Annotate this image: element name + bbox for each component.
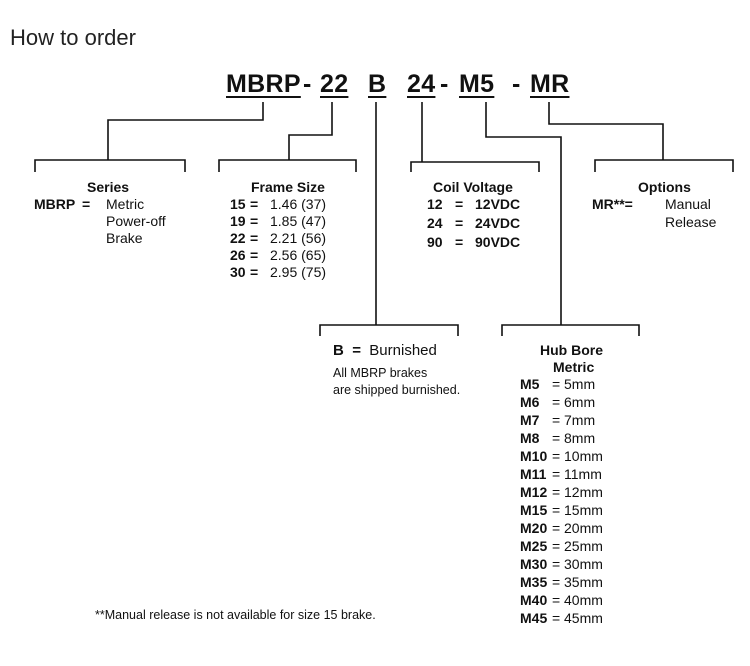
voltage-bracket [410, 161, 540, 172]
series-connector [107, 102, 264, 160]
burnished-value: Burnished [369, 342, 437, 359]
coil-voltage-row: 24=24VDC [427, 215, 521, 231]
burnished-definition: B = Burnished [333, 342, 437, 359]
code-sep-1: - [303, 70, 312, 98]
hub-bore-row: M5=5mm [520, 376, 596, 392]
frame-size-title: Frame Size [251, 179, 325, 195]
hub-bore-row: M30=30mm [520, 556, 603, 572]
series-bracket [34, 159, 186, 172]
burnish-bracket [319, 324, 459, 336]
hub-bore-row: M8=8mm [520, 430, 596, 446]
frame-connector [288, 102, 333, 160]
hub-bore-row: M10=10mm [520, 448, 603, 464]
page-title: How to order [10, 25, 136, 50]
hub-bore-row: M35=35mm [520, 574, 603, 590]
hub-bore-title: Hub Bore [540, 342, 603, 358]
options-title: Options [638, 179, 691, 195]
burnished-note-line-1: All MBRP brakes [333, 366, 428, 380]
code-option: MR [530, 70, 570, 98]
burnished-eq: = [352, 342, 361, 359]
options-connector [548, 102, 664, 160]
code-voltage: 24 [407, 70, 436, 98]
options-code: MR**= [592, 196, 633, 212]
hub-bore-row: M15=15mm [520, 502, 603, 518]
coil-voltage-list: 12=12VDC 24=24VDC 90=90VDC [427, 196, 520, 253]
hub-bore-list: M5=5mm M6=6mm M7=7mm M8=8mm M10=10mm M11… [520, 376, 603, 628]
series-line-3: Brake [106, 230, 143, 246]
series-code: MBRP [34, 196, 76, 212]
frame-size-row: 15=1.46 (37) [230, 196, 327, 212]
hub-bore-row: M11=11mm [520, 466, 602, 482]
frame-size-row: 22=2.21 (56) [230, 230, 327, 246]
frame-size-list: 15=1.46 (37) 19=1.85 (47) 22=2.21 (56) 2… [230, 196, 326, 281]
code-series: MBRP [226, 70, 301, 98]
coil-voltage-row: 90=90VDC [427, 234, 521, 250]
bore-connector [485, 102, 562, 325]
options-bracket [594, 159, 734, 172]
code-bore: M5 [459, 70, 495, 98]
code-sep-2: - [440, 70, 449, 98]
burnished-code: B [333, 342, 344, 359]
coil-voltage-row: 12=12VDC [427, 196, 521, 212]
bore-bracket [501, 324, 640, 336]
code-frame: 22 [320, 70, 349, 98]
hub-bore-row: M40=40mm [520, 592, 603, 608]
burnished-note-line-2: are shipped burnished. [333, 383, 461, 397]
hub-bore-row: M45=45mm [520, 610, 603, 626]
hub-bore-row: M7=7mm [520, 412, 596, 428]
frame-size-row: 26=2.56 (65) [230, 247, 327, 263]
frame-size-row: 19=1.85 (47) [230, 213, 327, 229]
series-line-2: Power-off [106, 213, 166, 229]
hub-bore-row: M12=12mm [520, 484, 603, 500]
frame-size-row: 30=2.95 (75) [230, 264, 327, 280]
options-line-1: Manual [665, 196, 711, 212]
code-sep-3: - [512, 70, 521, 98]
hub-bore-subtitle: Metric [553, 359, 595, 375]
series-eq: = [82, 196, 91, 212]
code-burnish: B [368, 70, 387, 98]
hub-bore-row: M25=25mm [520, 538, 603, 554]
series-title: Series [87, 179, 130, 195]
hub-bore-row: M6=6mm [520, 394, 596, 410]
series-line-1: Metric [106, 196, 145, 212]
frame-bracket [218, 159, 357, 172]
coil-voltage-title: Coil Voltage [433, 179, 513, 195]
footnote: **Manual release is not available for si… [95, 608, 376, 622]
options-line-2: Release [665, 214, 717, 230]
hub-bore-row: M20=20mm [520, 520, 603, 536]
